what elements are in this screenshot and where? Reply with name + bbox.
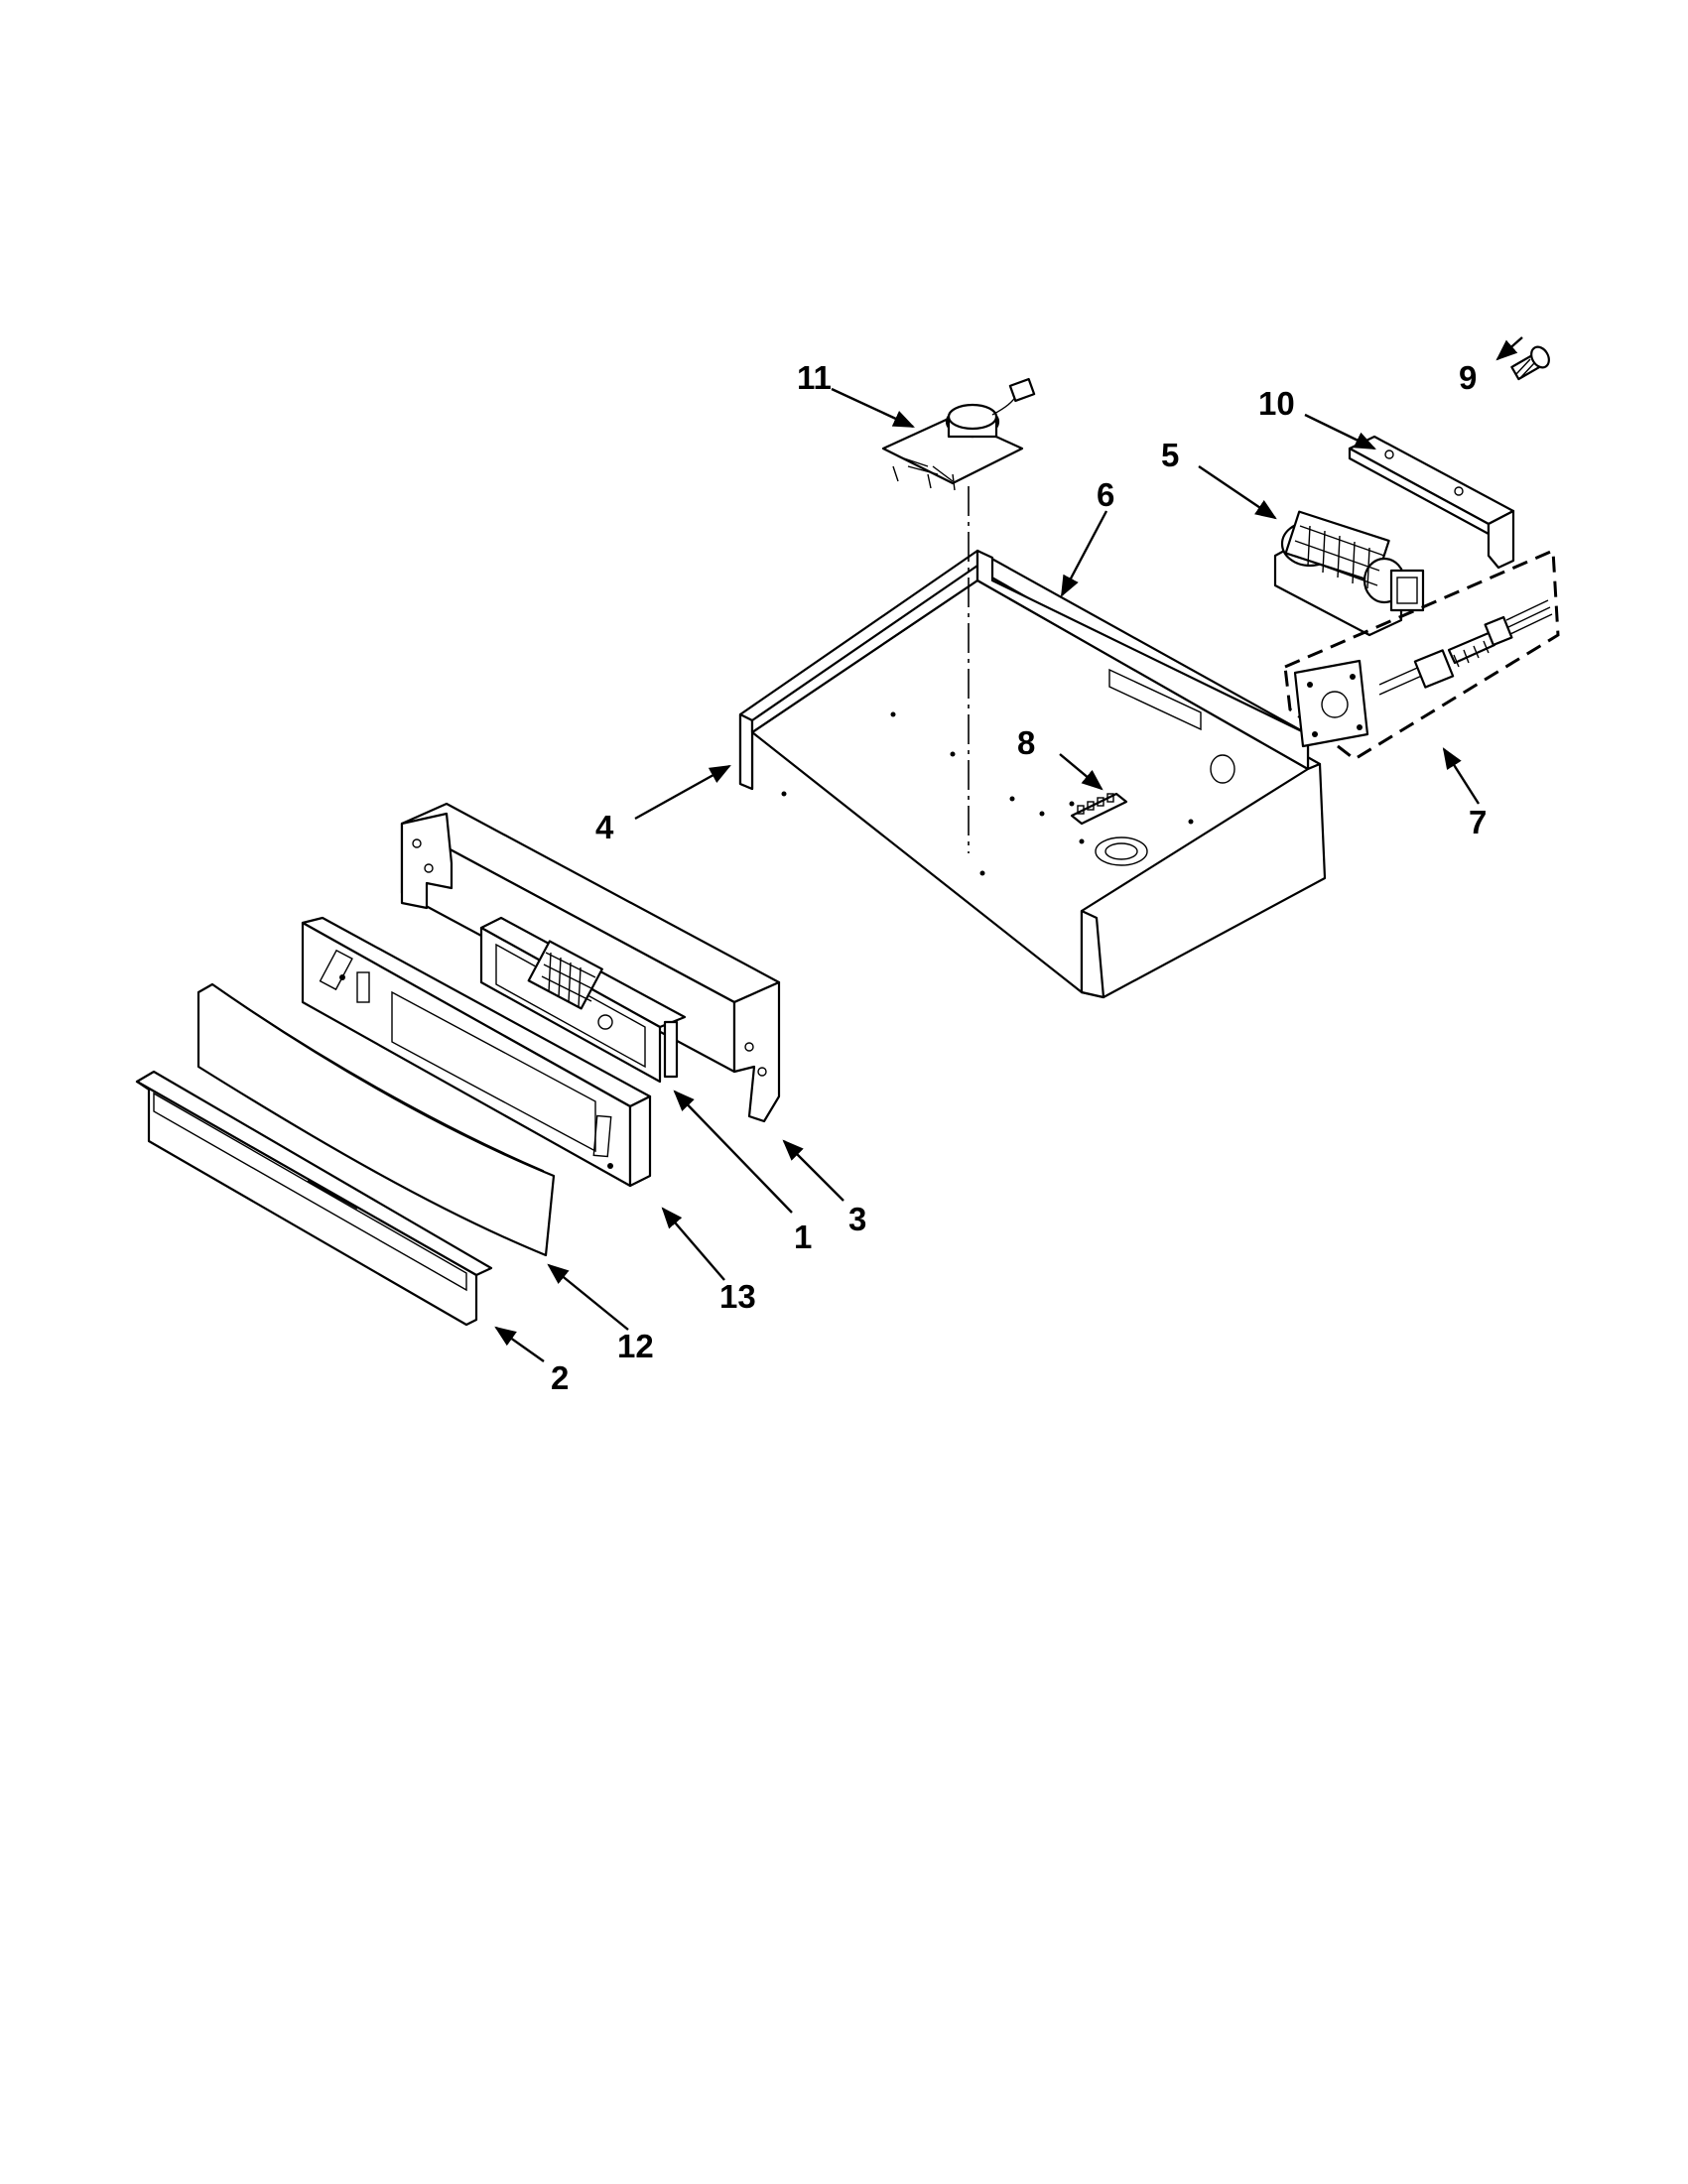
callout-labels: 11 10 9 5 6 8 4 7 3 1 13 12 2 bbox=[551, 359, 1487, 1396]
callout-3: 3 bbox=[848, 1201, 866, 1237]
callout-10: 10 bbox=[1258, 385, 1295, 422]
terminal-block bbox=[1070, 792, 1128, 826]
chassis-box bbox=[738, 549, 1327, 999]
callout-8: 8 bbox=[1017, 724, 1035, 761]
callout-4: 4 bbox=[595, 809, 614, 845]
callout-13: 13 bbox=[719, 1278, 756, 1315]
callout-6: 6 bbox=[1097, 476, 1114, 513]
thermostat-control bbox=[881, 377, 1036, 491]
callout-1: 1 bbox=[794, 1219, 812, 1255]
callout-7: 7 bbox=[1469, 804, 1487, 840]
glass-panel bbox=[196, 982, 556, 1257]
trim-strip bbox=[135, 1070, 493, 1327]
callout-9: 9 bbox=[1459, 359, 1477, 396]
blower-fan bbox=[1273, 510, 1425, 637]
front-frame bbox=[301, 916, 652, 1188]
callout-12: 12 bbox=[617, 1328, 654, 1364]
callout-2: 2 bbox=[551, 1359, 569, 1396]
power-cord-kit bbox=[1283, 548, 1560, 761]
callout-11: 11 bbox=[797, 359, 832, 396]
screw bbox=[1510, 345, 1550, 381]
control-housing bbox=[479, 916, 687, 1084]
leader-lines bbox=[494, 336, 1523, 1362]
callout-5: 5 bbox=[1161, 437, 1179, 473]
